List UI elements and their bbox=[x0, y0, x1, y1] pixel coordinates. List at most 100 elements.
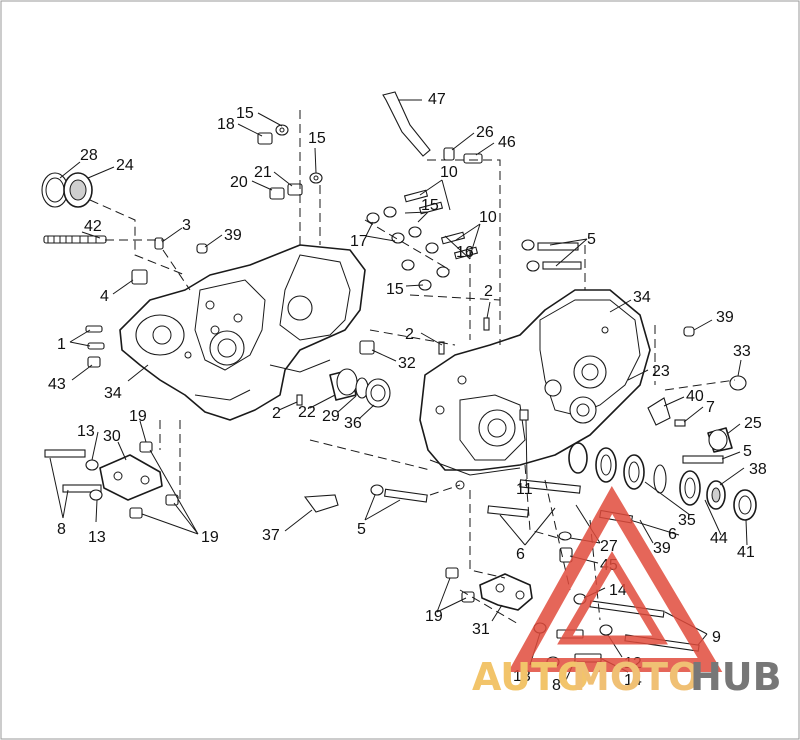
callout-label: 17 bbox=[350, 233, 368, 250]
nut-20 bbox=[269, 187, 285, 200]
fitting-46 bbox=[463, 153, 483, 164]
callout-label: 31 bbox=[472, 621, 490, 638]
bearing-36 bbox=[365, 378, 391, 408]
callout-label: 10 bbox=[479, 209, 497, 226]
callout-label: 34 bbox=[104, 385, 122, 402]
callout-label: 2 bbox=[484, 283, 493, 300]
callout-label: 5 bbox=[587, 231, 596, 248]
plug-4 bbox=[131, 269, 148, 285]
callout-label: 47 bbox=[428, 91, 446, 108]
callout-label: 14 bbox=[609, 582, 627, 599]
callout-label: 15 bbox=[308, 130, 326, 147]
leader-lines bbox=[49, 99, 748, 681]
callout-label: 25 bbox=[744, 415, 762, 432]
callout-label: 30 bbox=[103, 428, 121, 445]
callout-label: 11 bbox=[516, 481, 533, 498]
bolt-8-left bbox=[44, 449, 102, 493]
bearing-22 bbox=[329, 368, 358, 401]
callout-label: 15 bbox=[236, 105, 254, 122]
assembly-lines bbox=[89, 110, 736, 626]
callout-label: 42 bbox=[84, 218, 102, 235]
callout-label: 37 bbox=[262, 527, 280, 544]
nut-19-lower bbox=[445, 567, 475, 603]
watermark-logo: AUTO MOTO HUB bbox=[472, 485, 782, 699]
callout-label: 34 bbox=[633, 289, 651, 306]
callout-label: 8 bbox=[552, 677, 561, 694]
washer-15b bbox=[309, 172, 323, 184]
callout-label: 39 bbox=[653, 540, 671, 557]
callout-label: 38 bbox=[749, 461, 767, 478]
nut-21 bbox=[287, 183, 303, 196]
callout-label: 13 bbox=[88, 529, 106, 546]
cap-33 bbox=[729, 375, 747, 391]
oil-seal-24 bbox=[63, 172, 93, 208]
right-crankcase bbox=[419, 289, 651, 490]
callout-label: 15 bbox=[421, 197, 439, 214]
washer-13-left bbox=[85, 459, 103, 501]
mount-bracket-31 bbox=[479, 573, 533, 611]
callout-label: 43 bbox=[48, 376, 66, 393]
callout-label: 14 bbox=[624, 672, 642, 689]
fitting-45 bbox=[559, 547, 573, 563]
bolt-5-center bbox=[370, 484, 428, 503]
nut-19-left bbox=[129, 441, 179, 519]
callout-label: 26 bbox=[476, 124, 494, 141]
callout-label: 19 bbox=[129, 408, 147, 425]
callout-label: 21 bbox=[254, 164, 272, 181]
callout-label: 6 bbox=[668, 526, 677, 543]
bolt-5-upper bbox=[521, 239, 582, 272]
plug-39a bbox=[196, 243, 208, 254]
callout-label: 4 bbox=[100, 288, 109, 305]
callout-label: 22 bbox=[298, 404, 316, 421]
callout-label: 23 bbox=[652, 363, 670, 380]
bearing-stack bbox=[568, 442, 757, 521]
washer-15a bbox=[275, 124, 289, 136]
callout-label: 2 bbox=[272, 405, 281, 422]
callout-labels: 47 26 46 15 18 15 21 20 10 15 28 24 3 39… bbox=[48, 91, 767, 694]
screw-7 bbox=[674, 419, 686, 427]
plug-11 bbox=[519, 409, 529, 421]
callout-label: 13 bbox=[513, 668, 531, 685]
callout-label: 39 bbox=[716, 309, 734, 326]
left-crankcase bbox=[119, 244, 366, 421]
callout-label: 3 bbox=[182, 217, 191, 234]
callout-label: 18 bbox=[217, 116, 235, 133]
gasket-37 bbox=[303, 494, 339, 513]
bolt-5-right bbox=[682, 455, 724, 464]
callout-label: 13 bbox=[77, 423, 95, 440]
callout-label: 7 bbox=[706, 399, 715, 416]
callout-label: 6 bbox=[516, 546, 525, 563]
callout-label: 39 bbox=[224, 227, 242, 244]
callout-label: 46 bbox=[498, 134, 516, 151]
dowel-2 bbox=[296, 317, 490, 406]
plug-43 bbox=[87, 356, 101, 368]
callout-label: 28 bbox=[80, 147, 98, 164]
callout-label: 2 bbox=[405, 326, 414, 343]
washer-set-17 bbox=[366, 206, 450, 291]
mount-bracket-30 bbox=[99, 454, 163, 501]
dowel-3 bbox=[154, 237, 164, 250]
callout-label: 10 bbox=[440, 164, 458, 181]
callout-label: 24 bbox=[116, 157, 134, 174]
callout-label: 35 bbox=[678, 512, 696, 529]
callout-label: 33 bbox=[733, 343, 751, 360]
callout-label: 40 bbox=[686, 388, 704, 405]
callout-label: 9 bbox=[712, 629, 721, 646]
watermark-text-moto: MOTO bbox=[572, 655, 700, 699]
callout-label: 36 bbox=[344, 415, 362, 432]
watermark-text-auto: AUTO bbox=[472, 655, 589, 699]
callout-label: 5 bbox=[357, 521, 366, 538]
callout-label: 15 bbox=[386, 281, 404, 298]
bracket-40 bbox=[647, 397, 671, 426]
callout-label: 44 bbox=[710, 530, 728, 547]
watermark-text-hub: HUB bbox=[690, 655, 782, 699]
callout-label: 19 bbox=[201, 529, 219, 546]
callout-label: 27 bbox=[600, 538, 618, 555]
breather-tube-47 bbox=[382, 91, 431, 157]
callout-label: 32 bbox=[398, 355, 416, 372]
plug-32 bbox=[359, 340, 375, 355]
bushing-25 bbox=[707, 427, 733, 453]
fitting-27 bbox=[558, 531, 572, 541]
watermark-triangle-icon bbox=[508, 485, 723, 672]
